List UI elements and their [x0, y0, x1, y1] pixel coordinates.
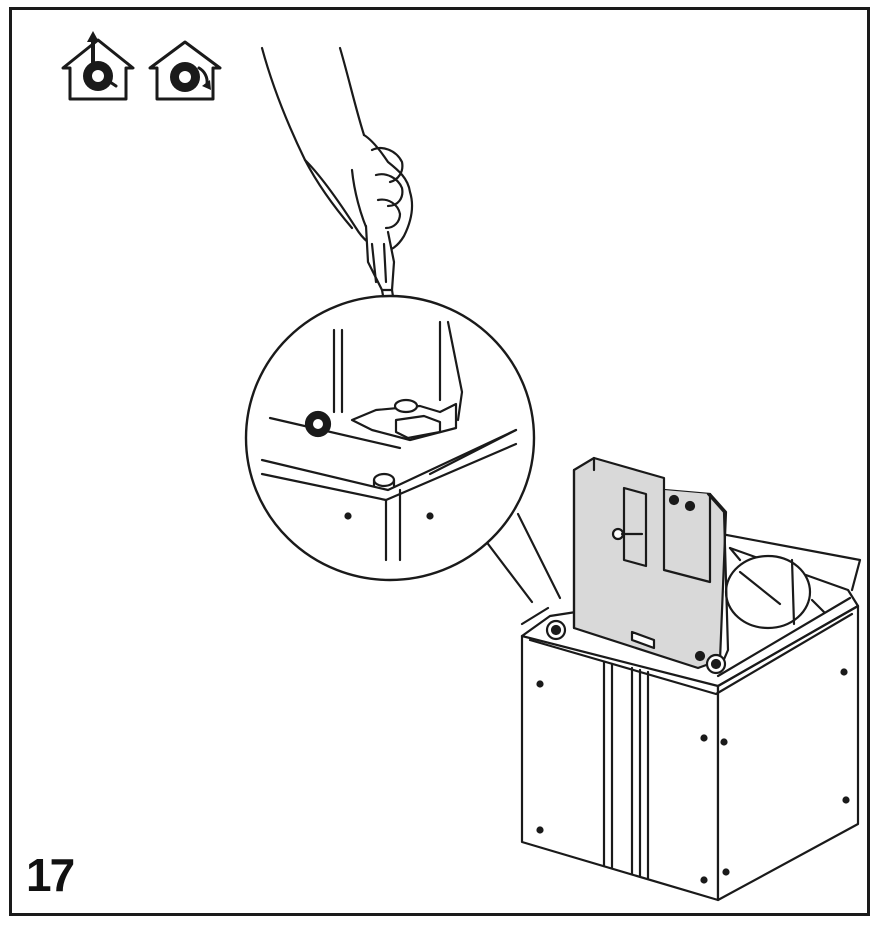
step-number: 17	[26, 849, 75, 901]
recirculation-mode-icon	[148, 40, 222, 101]
detail-magnifier-circle	[244, 294, 562, 604]
fixing-screw	[545, 619, 567, 641]
ducted-extraction-mode-icon	[61, 31, 135, 101]
fixing-screw	[705, 653, 727, 675]
motor-mounting-plate	[572, 456, 730, 670]
cooker-hood-body	[520, 528, 862, 902]
